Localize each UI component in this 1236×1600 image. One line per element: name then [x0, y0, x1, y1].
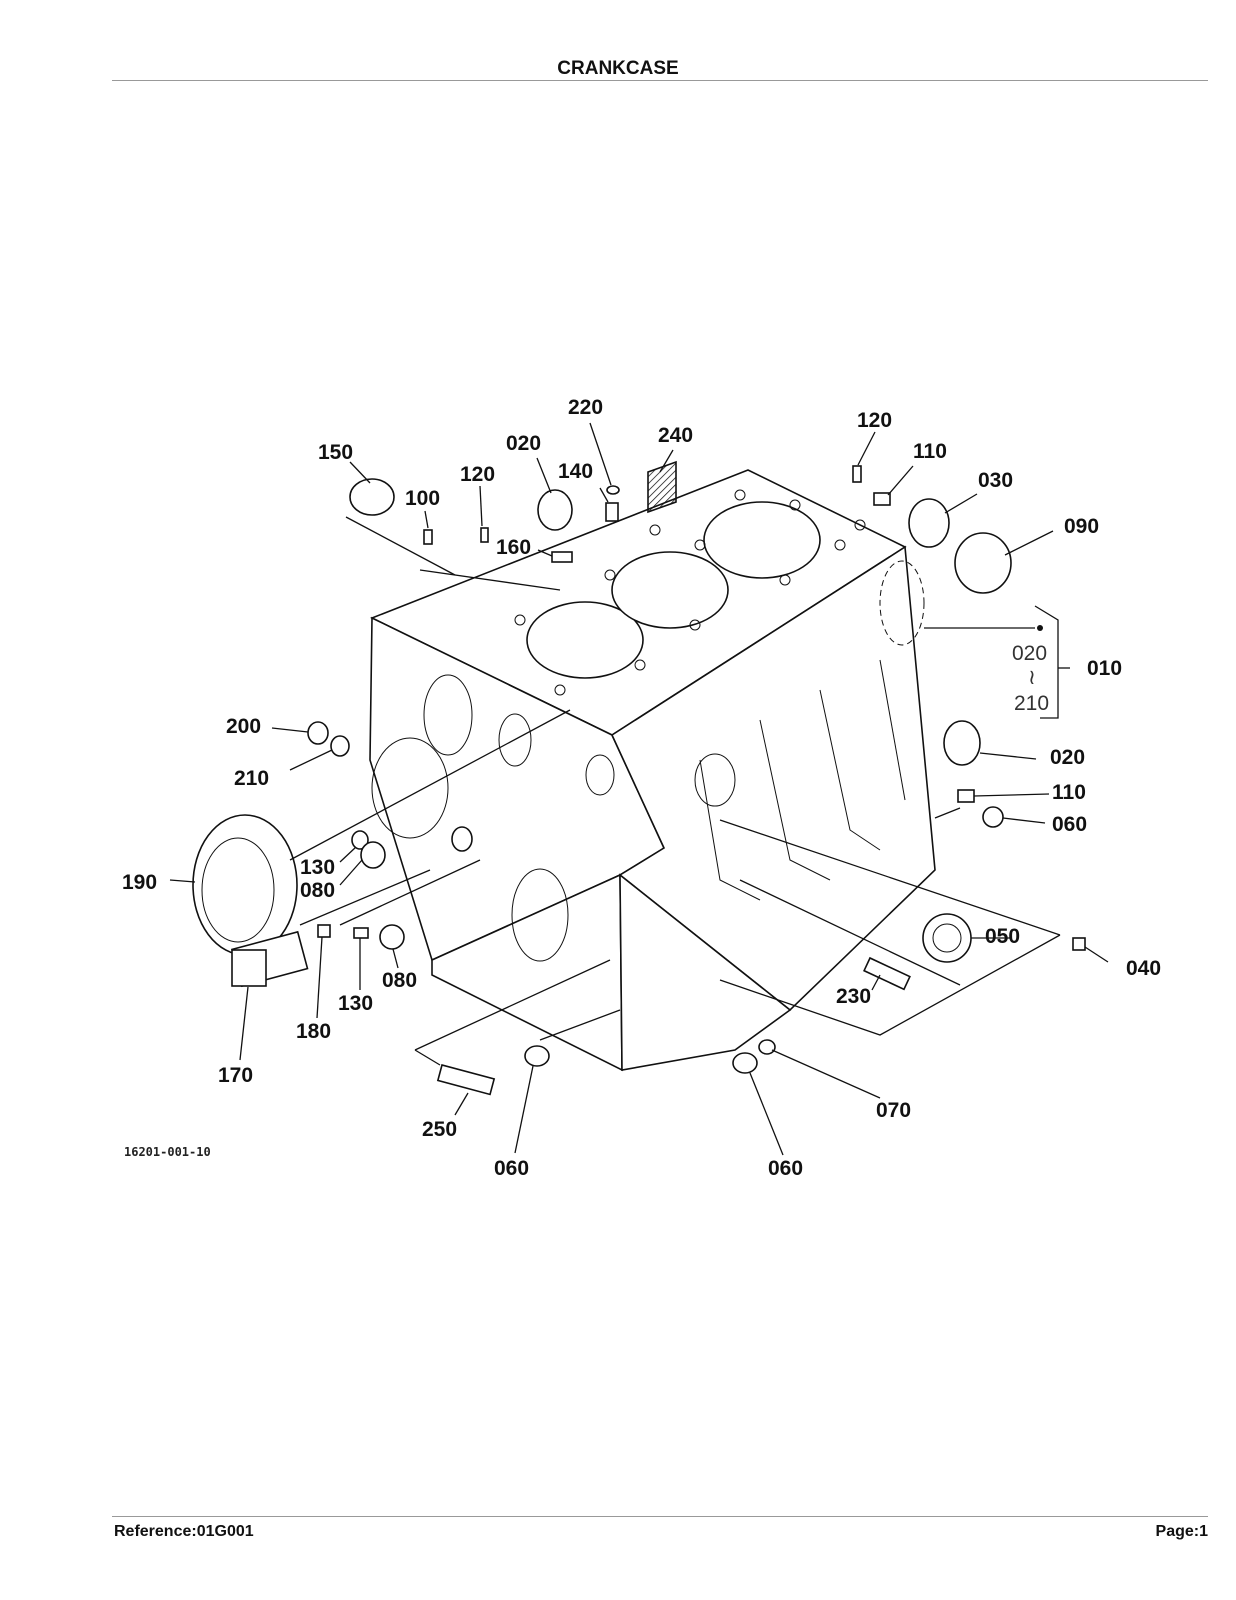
callout-190: 190 — [122, 871, 157, 894]
callout-080-upper: 080 — [300, 879, 335, 902]
callout-100: 100 — [405, 487, 440, 510]
page-title: CRANKCASE — [557, 58, 679, 79]
header-rule — [112, 80, 1208, 81]
callout-250: 250 — [422, 1118, 457, 1141]
callout-170: 170 — [218, 1064, 253, 1087]
callout-labels: 220 240 120 150 020 110 030 100 120 140 … — [122, 396, 1161, 1180]
callout-050: 050 — [985, 925, 1020, 948]
figure-code: 16201-001-10 — [124, 1145, 211, 1159]
callout-020-right: 020 — [1050, 746, 1085, 769]
assembly-bracket: 010 020 ≀ 210 — [1012, 605, 1122, 719]
callout-080-lower: 080 — [382, 969, 417, 992]
callout-070: 070 — [876, 1099, 911, 1122]
footer-rule — [112, 1516, 1208, 1517]
footer-page: Page:1 — [1155, 1523, 1208, 1540]
callout-120-right: 120 — [857, 409, 892, 432]
callout-060-bottom-right: 060 — [768, 1157, 803, 1180]
crankcase-block — [369, 469, 936, 1072]
callout-090: 090 — [1064, 515, 1099, 538]
part-shapes — [192, 460, 1086, 1096]
range-from: 020 — [1012, 642, 1047, 665]
callout-040: 040 — [1126, 957, 1161, 980]
footer-reference: Reference:01G001 — [114, 1523, 254, 1540]
callout-110-top: 110 — [913, 440, 947, 463]
callout-110-right: 110 — [1052, 781, 1086, 804]
leader-lines — [169, 422, 1109, 1156]
callout-120-left: 120 — [460, 463, 495, 486]
callout-230: 230 — [836, 985, 871, 1008]
callout-240: 240 — [658, 424, 693, 447]
range-to: 210 — [1014, 692, 1049, 715]
callout-180: 180 — [296, 1020, 331, 1043]
callout-130-lower: 130 — [338, 992, 373, 1015]
callout-060-right: 060 — [1052, 813, 1087, 836]
callout-220: 220 — [568, 396, 603, 419]
callout-130-upper: 130 — [300, 856, 335, 879]
callout-140: 140 — [558, 460, 593, 483]
callout-030: 030 — [978, 469, 1013, 492]
callout-160: 160 — [496, 536, 531, 559]
callout-060-bottom-left: 060 — [494, 1157, 529, 1180]
callout-010: 010 — [1087, 657, 1122, 680]
callout-210: 210 — [234, 767, 269, 790]
callout-020-top: 020 — [506, 432, 541, 455]
callout-150: 150 — [318, 441, 353, 464]
range-sep: ≀ — [1028, 666, 1036, 689]
callout-200: 200 — [226, 715, 261, 738]
